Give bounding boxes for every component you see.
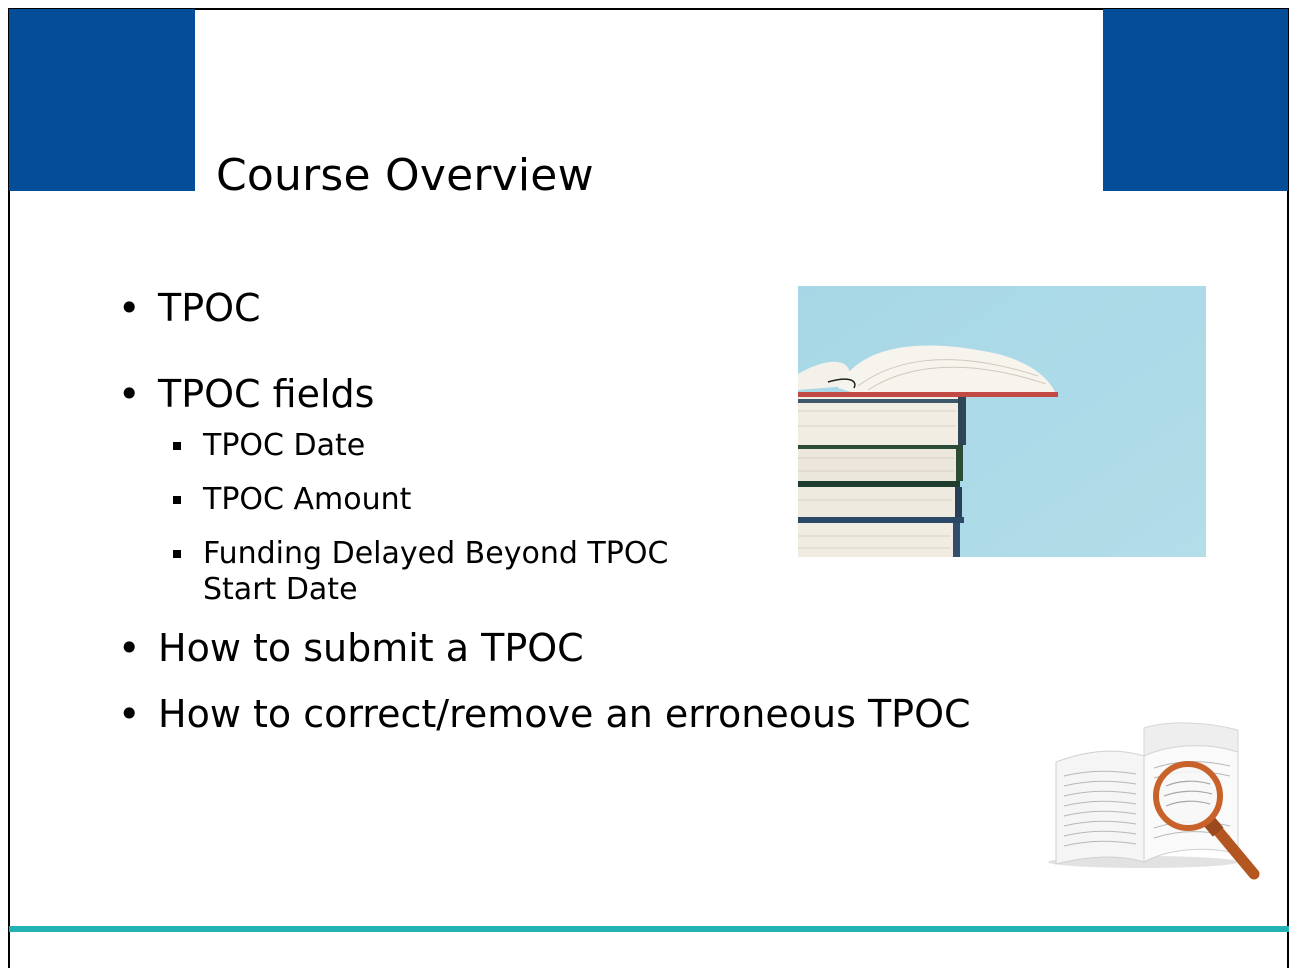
header-block-right — [1103, 9, 1288, 191]
bullet-text: How to submit a TPOC — [158, 626, 584, 670]
square-bullet-icon — [173, 550, 181, 558]
header-block-left — [9, 9, 195, 191]
bullet-text: How to correct/remove an erroneous TPOC — [158, 692, 971, 736]
bullet-dot-icon: • — [118, 286, 141, 330]
square-bullet-icon — [173, 496, 181, 504]
square-bullet-icon — [173, 442, 181, 450]
bullet-dot-icon: • — [118, 692, 141, 736]
sub-bullet-text-line2: Start Date — [203, 572, 358, 607]
books-photo — [798, 286, 1206, 557]
footer-divider — [9, 926, 1289, 932]
bullet-dot-icon: • — [118, 626, 141, 670]
sub-bullet-text: TPOC Amount — [203, 482, 412, 517]
bullet-text: TPOC — [158, 286, 261, 330]
slide-frame — [8, 8, 1289, 968]
bullet-text: TPOC fields — [158, 372, 375, 416]
slide-title: Course Overview — [216, 150, 594, 201]
sub-bullet-text-line1: Funding Delayed Beyond TPOC — [203, 536, 669, 571]
bullet-dot-icon: • — [118, 372, 141, 416]
sub-bullet-text: TPOC Date — [203, 428, 366, 463]
book-magnifier-icon — [1048, 722, 1266, 890]
